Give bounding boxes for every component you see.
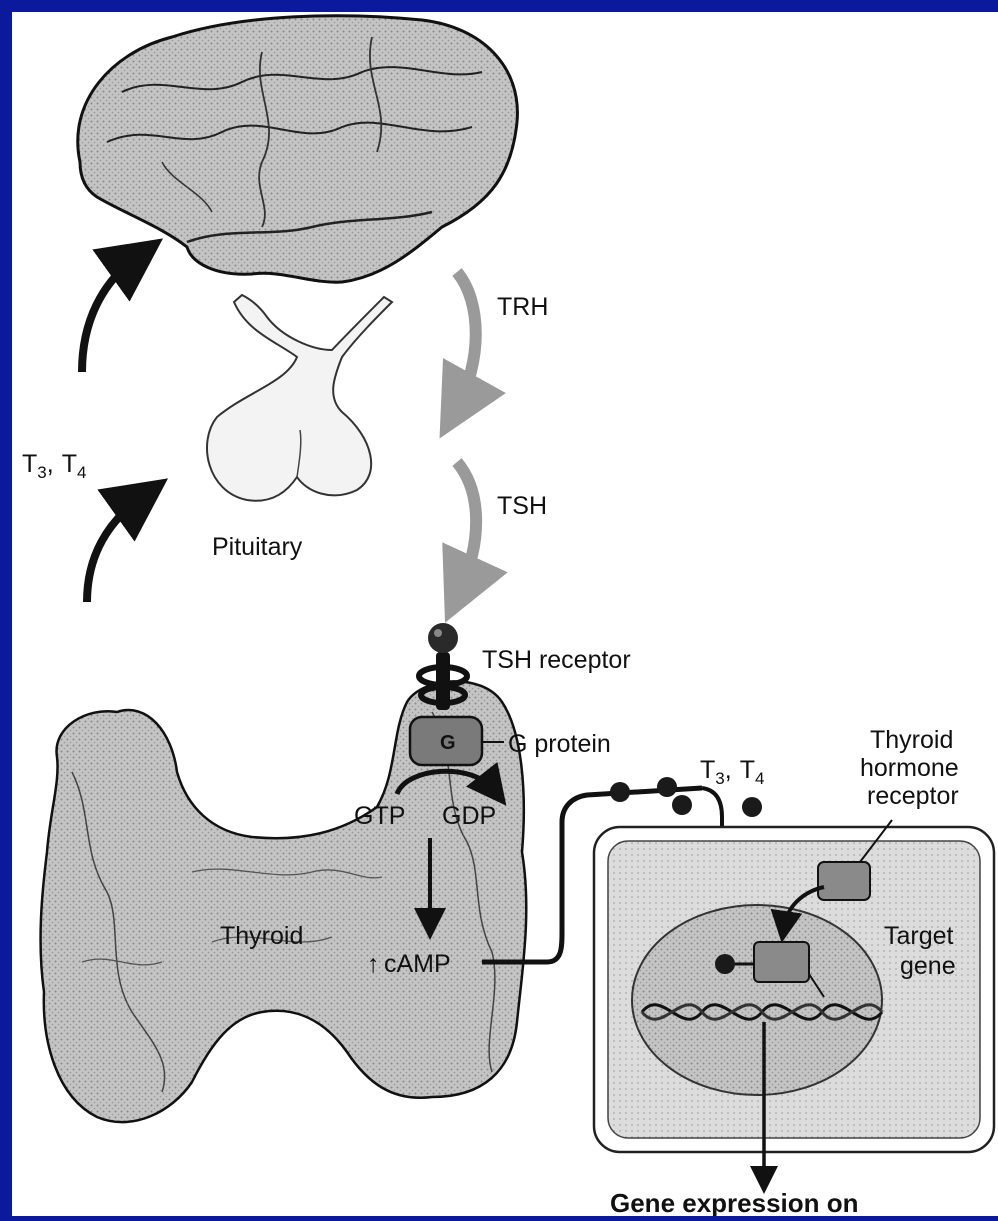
trh-label: TRH (497, 293, 548, 321)
target-gene-label-line1: Target (884, 922, 954, 950)
nuclear-receptor-icon (754, 942, 809, 982)
gtp-label: GTP (354, 802, 405, 830)
gene-expression-label: Gene expression on (610, 1188, 859, 1216)
pituitary-label: Pituitary (212, 533, 303, 561)
camp-label: cAMP (384, 950, 451, 978)
t3-t4-label-right: T3,T4 (700, 756, 764, 788)
g-protein-label: G protein (508, 730, 611, 758)
diagram-canvas: TRH TSH T3,T4 Pituitary (12, 12, 998, 1216)
feedback-arrow-lower (87, 497, 142, 602)
trh-arrow (457, 272, 476, 407)
g-protein-icon: G (410, 717, 482, 765)
camp-up-arrow: ↑ (367, 950, 380, 978)
tsh-receptor-icon (419, 623, 467, 710)
t3-t4-label-left: T3,T4 (22, 450, 86, 482)
thyroid-label: Thyroid (220, 922, 303, 950)
tsh-label: TSH (497, 492, 547, 520)
target-cell-icon (594, 827, 994, 1152)
thr-label-line2: hormone (860, 754, 959, 782)
thr-label-line3: receptor (867, 782, 959, 810)
thyroid-hormone-receptor-icon (818, 862, 870, 900)
pituitary-icon (207, 295, 392, 501)
bound-hormone-icon (715, 954, 735, 974)
gdp-label: GDP (442, 802, 496, 830)
target-gene-label-line2: gene (900, 952, 956, 980)
svg-text:T3,T4: T3,T4 (700, 756, 764, 788)
thr-label-line1: Thyroid (870, 726, 953, 754)
brain-icon (78, 16, 518, 282)
tsh-arrow (457, 462, 476, 590)
feedback-arrow-upper (82, 257, 137, 372)
svg-text:T3,T4: T3,T4 (22, 450, 86, 482)
svg-text:G: G (440, 732, 456, 754)
thyroid-regulation-diagram: TRH TSH T3,T4 Pituitary (12, 12, 998, 1216)
tsh-receptor-label: TSH receptor (482, 646, 631, 674)
